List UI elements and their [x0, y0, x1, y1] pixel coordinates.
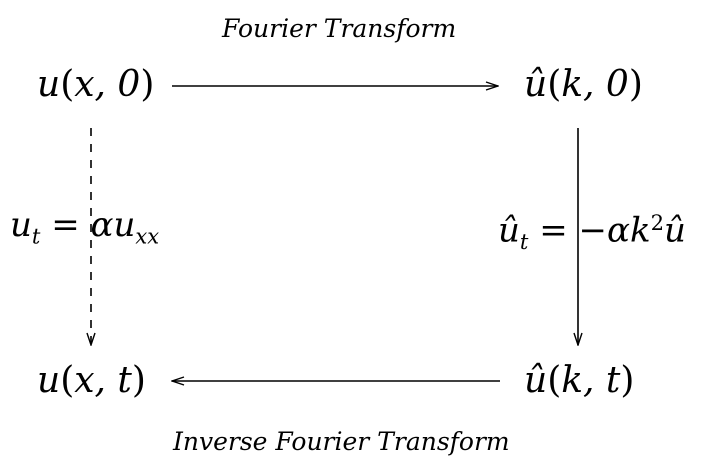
node-bottom-left-args: x, t	[74, 360, 132, 401]
right-eq-lhs-var: û	[498, 210, 520, 251]
left-eq-lhs-sub: t	[31, 223, 41, 249]
right-eq-rhs-exp: 2	[650, 210, 664, 235]
node-bottom-left-fn: u	[37, 360, 61, 401]
left-eq-rhs-sub: xx	[135, 223, 160, 249]
left-eq-rhs-var: u	[113, 205, 136, 245]
right-eq-rhs-var: û	[664, 210, 686, 251]
right-eq-equals: =	[539, 210, 568, 251]
node-top-right-args: k, 0	[561, 64, 629, 105]
left-eq-rhs-coef: α	[90, 205, 114, 245]
right-eq-rhs-prefix: −αk	[578, 210, 651, 251]
node-bottom-right: û(k, t)	[524, 360, 635, 401]
left-eq-lhs-var: u	[10, 205, 32, 245]
node-top-left-fn: u	[37, 64, 61, 105]
node-top-left-args: x, 0	[74, 64, 141, 105]
node-bottom-right-args: k, t	[561, 360, 621, 401]
node-top-right-fn: û	[524, 64, 548, 105]
right-equation: ût = −αk2û	[498, 212, 686, 252]
node-top-right: û(k, 0)	[524, 64, 643, 105]
bottom-arrow-label: Inverse Fourier Transform	[173, 427, 510, 456]
node-bottom-left: u(x, t)	[37, 360, 146, 401]
right-eq-lhs-sub: t	[519, 228, 529, 254]
top-arrow-label: Fourier Transform	[222, 14, 457, 43]
node-top-left: u(x, 0)	[37, 64, 155, 105]
left-eq-equals: =	[51, 205, 80, 245]
node-bottom-right-fn: û	[524, 360, 548, 401]
left-equation: ut = αuxx	[10, 208, 159, 246]
